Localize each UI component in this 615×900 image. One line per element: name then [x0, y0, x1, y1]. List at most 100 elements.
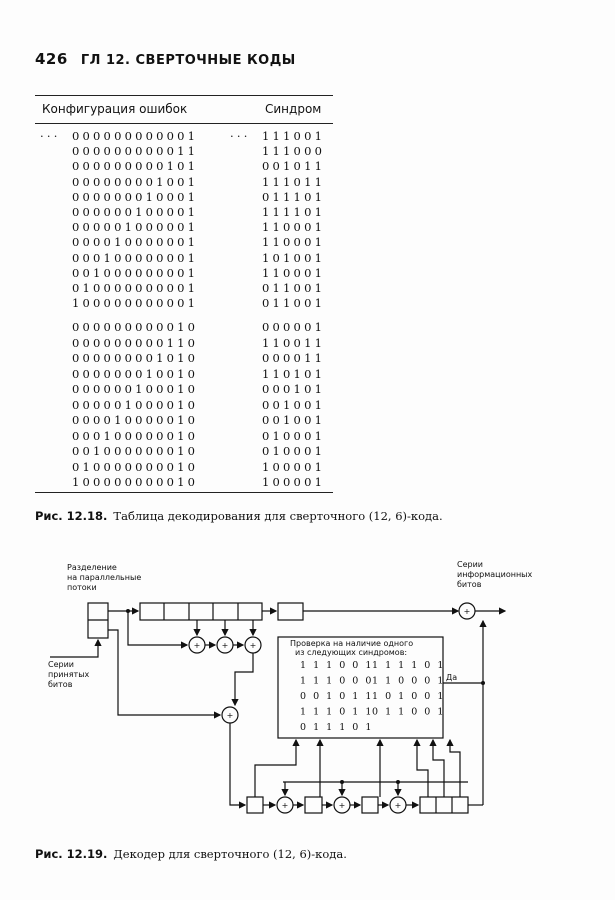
syndrome-value: 000001 — [262, 320, 326, 334]
syndrome-value: 001001 — [262, 397, 326, 412]
delay-box — [277, 602, 304, 621]
svg-text:Серии: Серии — [457, 560, 483, 569]
syndrome-value: 100001 — [262, 475, 326, 489]
error-pattern: 100000000010 — [72, 475, 199, 489]
syndrome-list-left: 1 1 1 0 0 1 1 1 1 0 0 0 0 0 1 0 1 1 1 1 1 0… — [300, 660, 373, 733]
svg-text:из следующих синдромов:: из следующих синдромов: — [295, 648, 407, 657]
syndrome-value: 111011 — [262, 174, 326, 189]
syndrome-entry: 1 1 0 0 0 1 — [372, 676, 445, 687]
error-pattern: 001000000010 — [72, 444, 199, 458]
adder-b2: + — [339, 801, 346, 810]
figure-caption-12-18: Рис. 12.18. Таблица декодирования для све… — [35, 509, 443, 523]
syndrome-value: 000011 — [262, 351, 326, 365]
error-pattern: 010000000001 — [72, 281, 199, 295]
ellipsis: ··· — [40, 129, 61, 143]
syndrome-entry: 1 0 1 0 0 1 — [372, 691, 445, 702]
check-title: Проверка на наличие одного из следующих … — [290, 639, 413, 657]
syndrome-value: 100001 — [262, 459, 326, 474]
caption-label: Рис. 12.19. — [35, 847, 108, 861]
table-bottom-rule — [35, 492, 333, 493]
error-pattern: 000000100010 — [72, 382, 199, 396]
yes-label: Да — [446, 673, 457, 682]
col-header-syndrome: Синдром — [265, 102, 322, 116]
running-header: 426 ГЛ 12. СВЕРТОЧНЫЕ КОДЫ — [35, 50, 296, 68]
error-pattern: 000000000010 — [72, 320, 199, 334]
syndrome-value: 101001 — [262, 250, 326, 265]
error-pattern: 100000000001 — [72, 296, 199, 311]
error-pattern: 001000000001 — [72, 265, 199, 280]
error-pattern: 000000000001 — [72, 129, 199, 143]
ellipsis: ··· — [230, 129, 251, 143]
svg-text:информационных: информационных — [457, 570, 532, 579]
split-label: Разделение на параллельные потоки — [67, 563, 141, 592]
adder-1: + — [194, 641, 201, 650]
page-number: 426 — [35, 50, 68, 68]
syndrome-value: 110101 — [262, 366, 326, 381]
syndrome-value: 110001 — [262, 235, 326, 250]
error-pattern: 000001000001 — [72, 220, 199, 235]
table-top-rule — [35, 95, 333, 96]
adder-b1: + — [282, 801, 289, 810]
error-pattern: 000000010001 — [72, 189, 199, 204]
running-title: ГЛ 12. СВЕРТОЧНЫЕ КОДЫ — [80, 53, 296, 68]
caption-text: Декодер для сверточного (12, 6)-кода. — [113, 847, 347, 861]
error-pattern: 000000001010 — [72, 351, 199, 365]
error-pattern: 000000001001 — [72, 174, 199, 189]
syndrome-value: 011001 — [262, 281, 326, 295]
syndrome-value: 110001 — [262, 265, 326, 280]
error-pattern: 000100000010 — [72, 428, 199, 443]
adder-3: + — [250, 641, 257, 650]
syndrome-value: 110011 — [262, 335, 326, 350]
syndrome-value: 000101 — [262, 382, 326, 396]
syndrome-entry: 0 0 1 0 1 1 — [300, 691, 373, 702]
syndrome-entry: 1 1 1 0 0 1 — [300, 660, 373, 671]
adder-4: + — [227, 711, 234, 720]
syndrome-value: 111000 — [262, 144, 326, 159]
caption-text: Таблица декодирования для сверточного (1… — [113, 509, 443, 523]
syndrome-list-right: 1 1 1 1 0 11 1 0 0 0 11 0 1 0 0 10 1 1 0… — [372, 660, 445, 718]
syndrome-entry: 0 1 1 1 0 1 — [300, 722, 373, 733]
adder-b3: + — [395, 801, 402, 810]
svg-text:битов: битов — [48, 680, 73, 689]
syndrome-entry: 1 1 1 0 1 1 — [300, 707, 373, 718]
shift-register-top — [139, 602, 263, 621]
syndrome-value: 111101 — [262, 205, 326, 219]
syndrome-entry: 1 1 1 0 0 0 — [300, 676, 373, 687]
syndrome-value: 010001 — [262, 428, 326, 443]
error-pattern: 000010000010 — [72, 413, 199, 427]
adder-out: + — [464, 607, 471, 616]
syndrome-value: 010001 — [262, 444, 326, 458]
syndrome-entry: 0 1 1 0 0 1 — [372, 707, 445, 718]
syndrome-value: 110001 — [262, 220, 326, 235]
error-pattern: 000100000001 — [72, 250, 199, 265]
error-pattern: 000000010010 — [72, 366, 199, 381]
input-label: Серии принятых битов — [48, 660, 90, 689]
svg-text:на параллельные: на параллельные — [67, 573, 141, 582]
error-pattern: 000000000101 — [72, 159, 199, 174]
syndrome-value: 011101 — [262, 189, 326, 204]
svg-text:Проверка на наличие одного: Проверка на наличие одного — [290, 639, 413, 648]
output-label: Серии информационных битов — [457, 560, 532, 589]
error-pattern: 000010000001 — [72, 235, 199, 250]
error-pattern: 000001000010 — [72, 397, 199, 412]
svg-text:битов: битов — [457, 580, 482, 589]
svg-text:потоки: потоки — [67, 583, 97, 592]
error-pattern: 000000000110 — [72, 335, 199, 350]
error-pattern: 010000000010 — [72, 459, 199, 474]
svg-text:принятых: принятых — [48, 670, 90, 679]
svg-text:Серии: Серии — [48, 660, 74, 669]
svg-text:Разделение: Разделение — [67, 563, 117, 572]
caption-label: Рис. 12.18. — [35, 509, 108, 523]
syndrome-value: 001011 — [262, 159, 326, 174]
col-header-error: Конфигурация ошибок — [42, 102, 188, 116]
error-pattern: 000000100001 — [72, 205, 199, 219]
syndrome-value: 001001 — [262, 413, 326, 427]
syndrome-value: 111001 — [262, 129, 326, 143]
figure-caption-12-19: Рис. 12.19. Декодер для сверточного (12, … — [35, 847, 347, 861]
syndrome-check-box — [277, 636, 444, 739]
adder-2: + — [222, 641, 229, 650]
table-header-rule — [35, 123, 333, 124]
error-pattern: 000000000011 — [72, 144, 199, 159]
